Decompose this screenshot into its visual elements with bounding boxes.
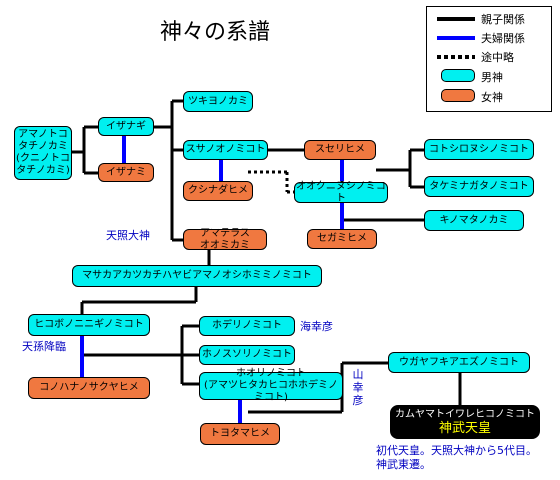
- node-kamuyamato: カムヤマトイワレヒコノミコト 神武天皇: [390, 405, 540, 439]
- node-hosusori: ホノスソリノミコト: [199, 345, 295, 365]
- note-amaterasu: 天照大神: [106, 229, 150, 242]
- note-jinmu-2: 神武東遷。: [376, 458, 431, 471]
- legend-abbreviated: 途中略: [433, 47, 547, 65]
- node-tsukiyomi: ツキヨノカミ: [183, 91, 253, 112]
- node-okuninushi: オオクニヌシノミコト: [294, 181, 388, 204]
- diagram-title: 神々の系譜: [160, 20, 271, 45]
- note-jinmu-1: 初代天皇。天照大神から5代目。: [376, 444, 537, 457]
- note-yamasachi: 山 幸 彦: [352, 368, 364, 407]
- legend-parent-child-label: 親子関係: [481, 13, 525, 26]
- node-jinmu-title: 神武天皇: [438, 420, 491, 436]
- note-tenson-korin: 天孫降臨: [22, 340, 66, 353]
- legend-female-swatch: [441, 89, 475, 102]
- legend-abbreviated-line: [437, 55, 475, 59]
- node-amanotokotachi: アマノトコ タチノカミ (クニノトコ タチノカミ): [14, 126, 72, 180]
- node-segamihime: セガミヒメ: [307, 229, 377, 249]
- legend-male-swatch: [441, 69, 475, 82]
- legend-male: 男神: [433, 67, 547, 85]
- node-kotoshironushi: コトシロヌシノミコト: [424, 139, 534, 160]
- legend: 親子関係 夫婦関係 途中略 男神 女神: [426, 6, 552, 112]
- node-kushinadahime: クシナダヒメ: [183, 181, 253, 201]
- node-izanami: イザナミ: [98, 163, 154, 182]
- legend-parent-child-line: [437, 17, 475, 21]
- node-toyotamahime: トヨタマヒメ: [200, 423, 280, 445]
- node-kinomata: キノマタノカミ: [424, 210, 524, 231]
- node-kamuyamato-name: カムヤマトイワレヒコノミコト: [395, 408, 535, 420]
- node-hoori: ホオリノミコト (アマツヒタカヒコホホデミノミコト): [199, 368, 343, 403]
- legend-marriage-label: 夫婦関係: [481, 32, 525, 45]
- node-amaterasu: アマテラス オオミカミ: [183, 228, 267, 251]
- node-masakaakatsu: マサカアカツカチハヤビアマノオシホミミノミコト: [72, 265, 322, 287]
- legend-parent-child: 親子関係: [433, 9, 547, 27]
- node-suserihime: スセリヒメ: [304, 140, 376, 160]
- node-takeminakata: タケミナガタノミコト: [424, 176, 534, 197]
- legend-marriage: 夫婦関係: [433, 28, 547, 46]
- legend-female: 女神: [433, 87, 547, 105]
- node-ugayafukiaezu: ウガヤフキアエズノミコト: [388, 352, 530, 373]
- legend-female-label: 女神: [481, 91, 503, 104]
- node-konohanasakuya: コノハナノサクヤヒメ: [28, 377, 150, 399]
- node-izanagi: イザナギ: [98, 117, 154, 136]
- node-susanoo: スサノオノミコト: [183, 140, 268, 160]
- legend-marriage-line: [437, 36, 475, 40]
- node-ninigi: ヒコボノニニギノミコト: [28, 314, 150, 336]
- legend-abbreviated-label: 途中略: [481, 51, 514, 64]
- note-umisachi: 海幸彦: [300, 320, 333, 333]
- node-hoderi: ホデリノミコト: [199, 316, 295, 336]
- legend-male-label: 男神: [481, 71, 503, 84]
